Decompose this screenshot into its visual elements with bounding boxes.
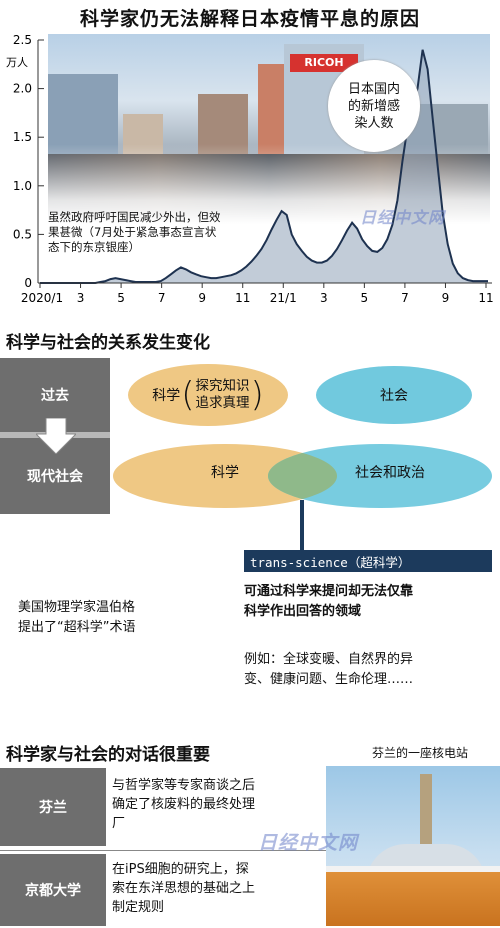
bubble-label: 日本国内 的新增感 染人数 bbox=[328, 60, 420, 152]
row-label-finland: 芬兰 bbox=[0, 768, 106, 846]
weinberg-note: 美国物理学家温伯格 提出了“超科学”术语 bbox=[18, 600, 136, 635]
past-science-label: 科学 bbox=[152, 388, 181, 404]
bracket-close: ) bbox=[250, 375, 264, 415]
ricoh-sign: RICOH bbox=[290, 54, 358, 72]
y-tick-label: 2.0 bbox=[13, 82, 32, 96]
modern-science-ellipse bbox=[113, 444, 337, 508]
y-tick-labels: 2.5 2.0 1.5 1.0 0.5 0 bbox=[13, 33, 32, 290]
plant-caption: 芬兰的一座核电站 bbox=[372, 746, 469, 760]
x-tick-label: 11 bbox=[478, 291, 493, 305]
section3-title: 科学家与社会的对话很重要 bbox=[6, 745, 210, 765]
y-tick-label: 0.5 bbox=[13, 227, 32, 241]
past-science-detail: 探究知识 追求真理 bbox=[195, 378, 250, 411]
modern-society-ellipse bbox=[268, 444, 492, 508]
cases-area bbox=[40, 49, 488, 284]
row-text-finland: 与哲学家等专家商谈之后 确定了核废料的最终处理 厂 bbox=[112, 778, 256, 831]
y-tick-label: 1.0 bbox=[13, 179, 32, 193]
chart-title: 科学家仍无法解释日本疫情平息的原因 bbox=[79, 8, 420, 30]
x-tick-label: 5 bbox=[361, 291, 369, 305]
watermark: 日经中文网 bbox=[360, 208, 446, 227]
x-tick-label: 7 bbox=[158, 291, 166, 305]
chimney bbox=[420, 774, 432, 864]
infection-chart: 万人 2.5 2.0 1.5 1.0 0.5 0 2020/1 3 5 7 9 11 21/1 3 5 7 9… bbox=[6, 33, 494, 305]
y-tick-label: 1.5 bbox=[13, 130, 32, 144]
chart-grid bbox=[38, 39, 44, 284]
section2-title: 科学与社会的关系发生变化 bbox=[6, 333, 210, 353]
x-tick-label: 9 bbox=[442, 291, 450, 305]
x-tick-label: 9 bbox=[198, 291, 206, 305]
y-unit-label: 万人 bbox=[6, 56, 28, 69]
bracket-open: ( bbox=[181, 375, 195, 415]
x-tick-label: 7 bbox=[401, 291, 409, 305]
nuclear-plant-photo bbox=[326, 766, 500, 926]
past-society-label: 社会 bbox=[380, 388, 408, 404]
plant-building bbox=[326, 870, 500, 926]
past-science-ellipse: 科学 ( 探究知识 追求真理 ) bbox=[128, 364, 288, 426]
modern-society-label: 社会和政治 bbox=[355, 465, 425, 481]
past-society-ellipse: 社会 bbox=[316, 366, 472, 424]
x-tick-label: 21/1 bbox=[270, 291, 297, 305]
row-divider bbox=[0, 850, 326, 851]
x-tick-label: 11 bbox=[235, 291, 250, 305]
x-tick-label: 3 bbox=[77, 291, 85, 305]
x-tick-labels: 2020/1 3 5 7 9 11 21/1 3 5 7 9 11 bbox=[21, 283, 494, 305]
row-label-kyoto: 京都大学 bbox=[0, 854, 106, 926]
x-tick-label: 3 bbox=[320, 291, 328, 305]
trans-science-label: trans-science（超科学） bbox=[244, 550, 492, 572]
modern-science-label: 科学 bbox=[211, 465, 239, 481]
watermark: 日经中文网 bbox=[258, 832, 359, 854]
photo-caption: 虽然政府呼吁国民减少外出，但效 果甚微（7月处于紧急事态宣言状 态下的东京银座） bbox=[48, 210, 221, 254]
x-tick-label: 2020/1 bbox=[21, 291, 63, 305]
trans-science-desc: 可通过科学来提问却无法仅靠 科学作出回答的领域 bbox=[244, 584, 414, 619]
down-arrow-icon bbox=[36, 418, 76, 454]
building-roof bbox=[326, 866, 500, 872]
y-tick-label: 2.5 bbox=[13, 33, 32, 47]
x-tick-label: 5 bbox=[117, 291, 125, 305]
row-text-kyoto: 在iPS细胞的研究上，探 索在东洋思想的基础之上 制定规则 bbox=[112, 862, 256, 915]
trans-science-examples: 例如：全球变暖、自然界的异 变、健康问题、生命伦理…… bbox=[244, 652, 414, 687]
venn-diagram bbox=[113, 444, 492, 550]
y-tick-label: 0 bbox=[24, 276, 32, 290]
